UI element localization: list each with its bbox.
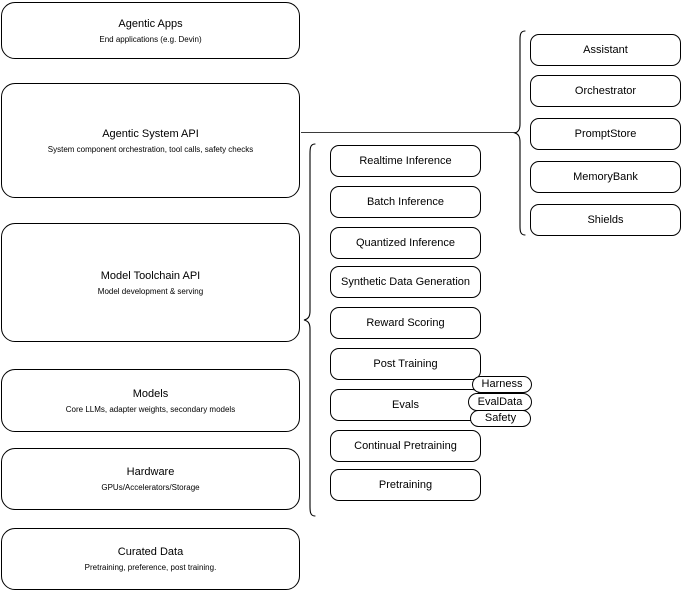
- layer-title: Curated Data: [117, 546, 184, 558]
- toolchain-post-training[interactable]: Post Training: [330, 348, 481, 380]
- component-label: Assistant: [583, 43, 628, 56]
- toolchain-label: Realtime Inference: [359, 154, 452, 167]
- component-promptstore[interactable]: PromptStore: [530, 118, 681, 150]
- component-assistant[interactable]: Assistant: [530, 34, 681, 66]
- component-label: Orchestrator: [574, 84, 637, 97]
- evals-subcomponent-evaldata[interactable]: EvalData: [468, 393, 532, 411]
- layer-subtitle: Pretraining, preference, post training.: [84, 563, 217, 572]
- toolchain-label: Quantized Inference: [355, 236, 456, 249]
- evals-subcomponent-harness[interactable]: Harness: [472, 376, 532, 393]
- evals-subcomponent-safety[interactable]: Safety: [470, 410, 531, 427]
- toolchain-label: Post Training: [373, 357, 438, 370]
- component-memorybank[interactable]: MemoryBank: [530, 161, 681, 193]
- layer-title: Agentic System API: [102, 127, 199, 140]
- layer-subtitle: Model development & serving: [97, 286, 204, 296]
- toolchain-batch-inference[interactable]: Batch Inference: [330, 186, 481, 218]
- layer-subtitle: GPUs/Accelerators/Storage: [101, 483, 200, 492]
- stack-layer-agentic-system-api[interactable]: Agentic System API System component orch…: [1, 83, 300, 198]
- component-label: MemoryBank: [573, 170, 638, 183]
- toolchain-label: Continual Pretraining: [354, 439, 457, 452]
- component-label: PromptStore: [574, 127, 637, 140]
- toolchain-realtime-inference[interactable]: Realtime Inference: [330, 145, 481, 177]
- stack-layer-curated-data[interactable]: Curated Data Pretraining, preference, po…: [1, 528, 300, 590]
- toolchain-label: Reward Scoring: [366, 316, 445, 329]
- component-orchestrator[interactable]: Orchestrator: [530, 75, 681, 107]
- layer-subtitle: Core LLMs, adapter weights, secondary mo…: [65, 404, 236, 414]
- toolchain-label: Batch Inference: [366, 195, 445, 208]
- component-shields[interactable]: Shields: [530, 204, 681, 236]
- connector-agentic-system-api-to-components: [301, 132, 516, 133]
- layer-title: Hardware: [126, 466, 175, 478]
- layer-subtitle: System component orchestration, tool cal…: [47, 144, 254, 154]
- layer-subtitle: End applications (e.g. Devin): [99, 34, 202, 44]
- stack-layer-agentic-apps[interactable]: Agentic Apps End applications (e.g. Devi…: [1, 2, 300, 59]
- toolchain-pretraining[interactable]: Pretraining: [330, 469, 481, 501]
- toolchain-reward-scoring[interactable]: Reward Scoring: [330, 307, 481, 339]
- layer-title: Models: [132, 387, 169, 400]
- stack-layer-hardware[interactable]: Hardware GPUs/Accelerators/Storage: [1, 448, 300, 510]
- layer-title: Agentic Apps: [118, 17, 183, 30]
- toolchain-evals[interactable]: Evals: [330, 389, 481, 421]
- evals-subcomponent-label: Harness: [481, 378, 523, 390]
- layer-title: Model Toolchain API: [100, 269, 201, 282]
- toolchain-label: Synthetic Data Generation: [340, 275, 471, 288]
- toolchain-continual-pretraining[interactable]: Continual Pretraining: [330, 430, 481, 462]
- toolchain-label: Pretraining: [378, 478, 433, 491]
- toolchain-synthetic-data-generation[interactable]: Synthetic Data Generation: [330, 266, 481, 298]
- toolchain-quantized-inference[interactable]: Quantized Inference: [330, 227, 481, 259]
- evals-subcomponent-label: Safety: [484, 412, 517, 424]
- stack-layer-models[interactable]: Models Core LLMs, adapter weights, secon…: [1, 369, 300, 432]
- toolchain-label: Evals: [392, 398, 419, 411]
- evals-subcomponent-label: EvalData: [477, 395, 523, 408]
- component-label: Shields: [587, 213, 624, 226]
- stack-layer-model-toolchain-api[interactable]: Model Toolchain API Model development & …: [1, 223, 300, 342]
- brace-agentic-system-components: [513, 30, 526, 236]
- brace-toolchain-components: [303, 143, 316, 517]
